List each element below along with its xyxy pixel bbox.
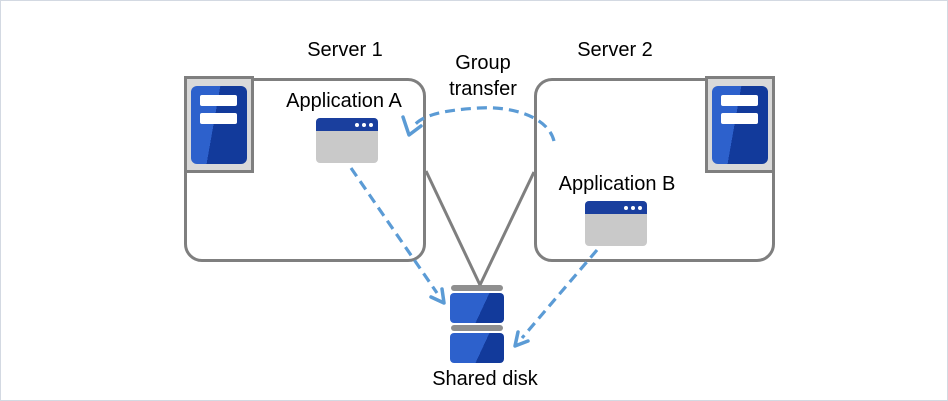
server1-label: Server 1 [307,39,383,61]
group-transfer-arrow [411,106,556,142]
application-b-label: Application B [558,173,676,195]
tower-slot-icon [200,94,237,106]
group-transfer-label: Group transfer [449,52,517,100]
disk-platter [450,293,504,323]
server-tower-icon [712,85,768,164]
application-b-window-icon [585,201,647,246]
server2-tower-panel [705,76,775,173]
server1-tower-panel [184,76,254,173]
application-a-label: Application A [286,90,402,112]
window-dot-icon [624,205,628,210]
shared-disk-icon [450,285,504,365]
app-b-disk-arrow [520,248,599,340]
tower-slot-icon [721,94,758,106]
tower-slot-icon [721,112,758,124]
server1-disk-connector [424,170,482,286]
server2-label: Server 2 [577,39,653,61]
window-dot-icon [355,122,359,127]
window-titlebar [316,118,378,131]
window-titlebar [585,201,647,214]
application-a-window-icon [316,118,378,163]
server-tower-icon [191,85,247,164]
disk-bar [451,285,503,291]
window-dot-icon [638,205,642,210]
window-dot-icon [362,122,366,127]
app-a-arrowhead-icon [429,287,446,305]
window-dot-icon [369,122,373,127]
tower-slot-icon [200,112,237,124]
disk-bar [451,325,503,331]
disk-platter [450,333,504,363]
app-b-arrowhead-icon [513,330,530,348]
shared-disk-label: Shared disk [432,368,538,390]
server2-disk-connector [478,171,536,286]
window-dot-icon [631,205,635,210]
